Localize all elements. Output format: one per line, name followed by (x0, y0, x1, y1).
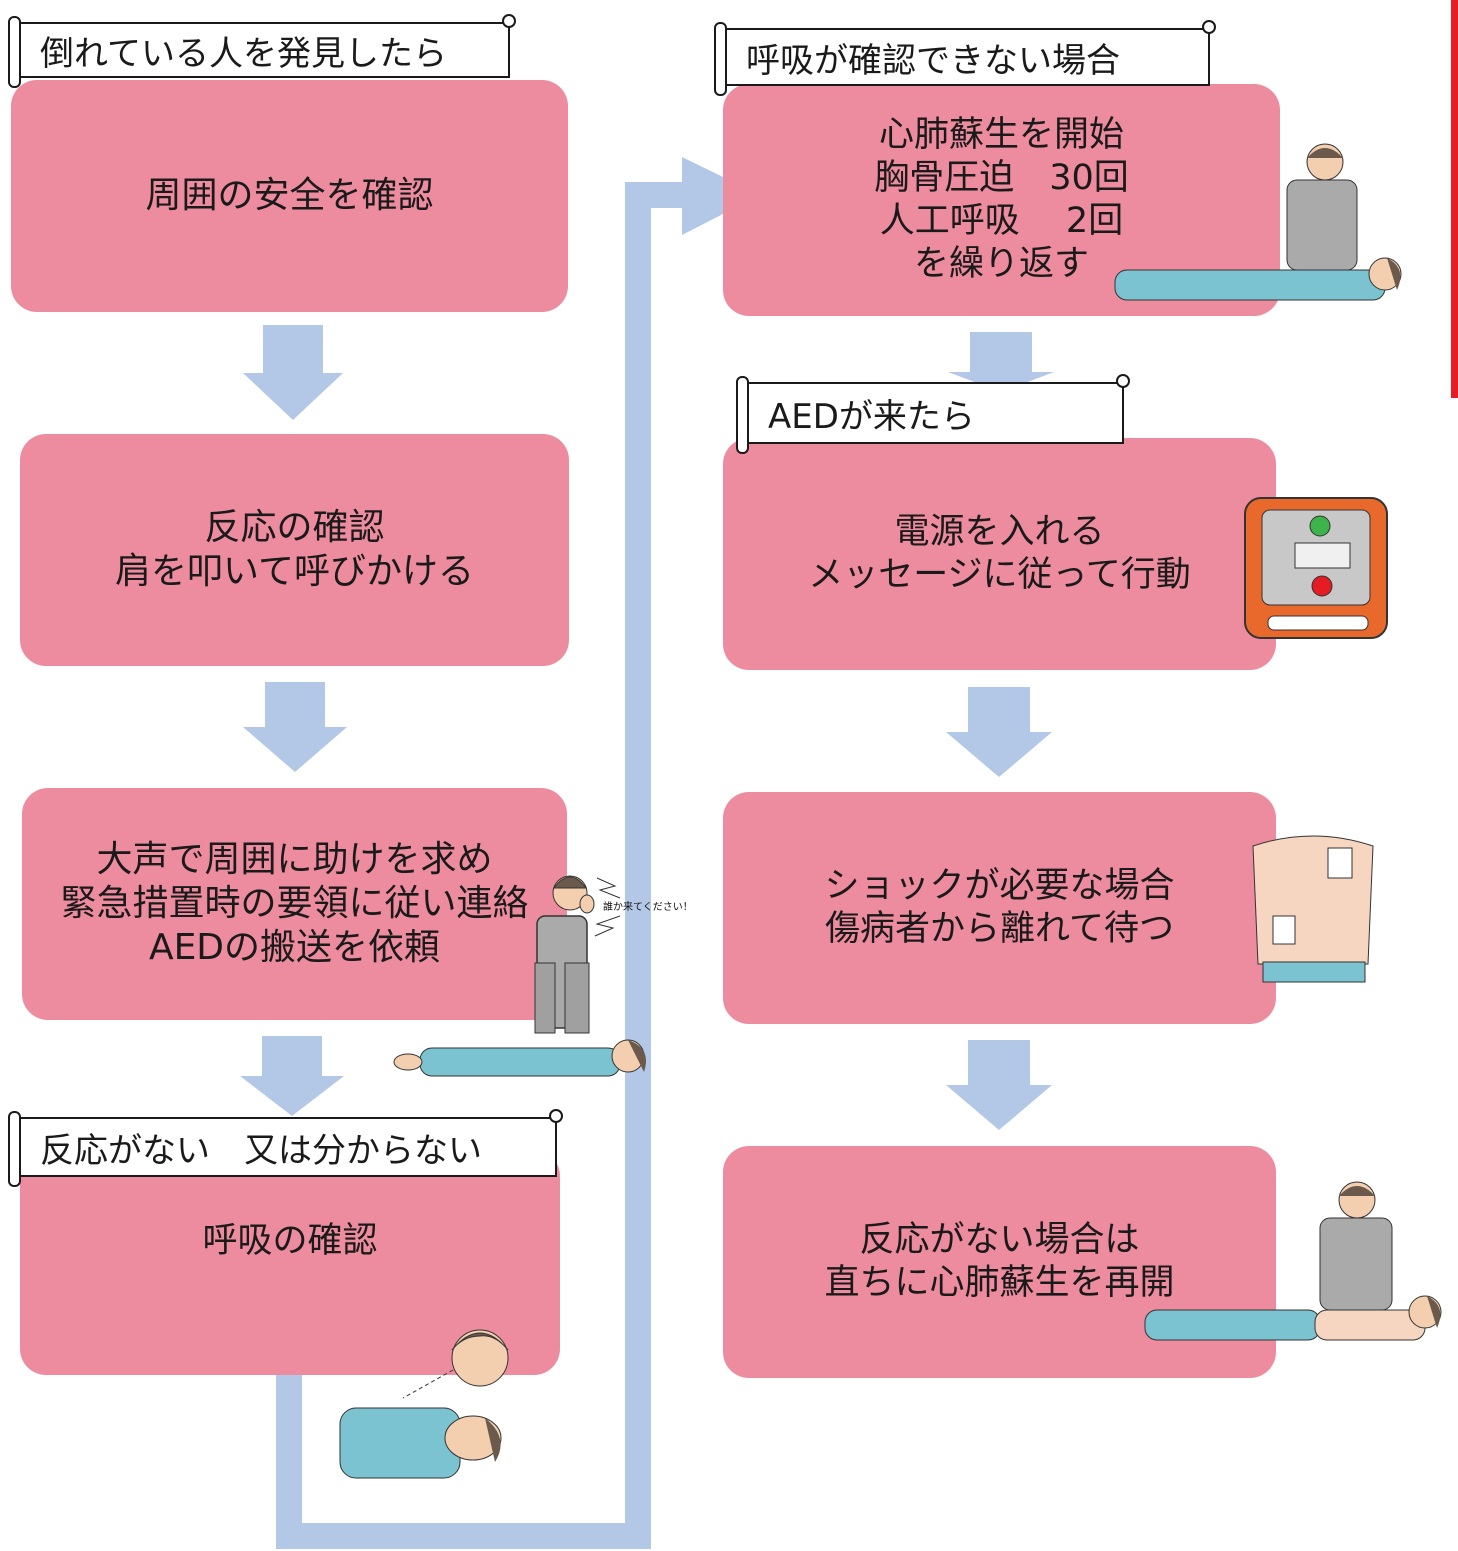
step-shock: ショックが必要な場合傷病者から離れて待つ (723, 792, 1276, 1024)
down-arrow-5 (946, 687, 1052, 777)
person-calling-icon: 誰か来てください！ (534, 875, 693, 1034)
down-arrow-1 (243, 325, 343, 420)
header-no-response: 反応がない 又は分からない (8, 1109, 563, 1187)
red-margin-line (1451, 0, 1458, 398)
down-arrow-4 (948, 332, 1054, 392)
header-aed-arrived: AEDが来たら (736, 374, 1130, 454)
connector-arrow (276, 157, 760, 1549)
header-found-person: 倒れている人を発見したら (8, 14, 516, 88)
down-arrow-3 (240, 1036, 344, 1116)
speech-text: 誰か来てください！ (603, 900, 693, 913)
cpr-person-icon (1114, 143, 1402, 301)
down-arrow-2 (243, 682, 347, 772)
aed-device-icon (1244, 497, 1388, 639)
cpr-person-icon-2 (1144, 1181, 1442, 1341)
breath-check-icon (339, 1329, 509, 1479)
step-cpr-start: 心肺蘇生を開始胸骨圧迫 30回人工呼吸 2回を繰り返す (723, 84, 1280, 316)
step-safety-check: 周囲の安全を確認 (11, 80, 568, 312)
lying-person-icon (393, 1039, 646, 1077)
header-no-breathing: 呼吸が確認できない場合 (714, 20, 1216, 96)
step-aed-power: 電源を入れるメッセージに従って行動 (723, 438, 1276, 670)
chest-pads-icon (1252, 835, 1374, 983)
step-response-check: 反応の確認肩を叩いて呼びかける (20, 434, 569, 666)
down-arrow-6 (946, 1040, 1052, 1130)
